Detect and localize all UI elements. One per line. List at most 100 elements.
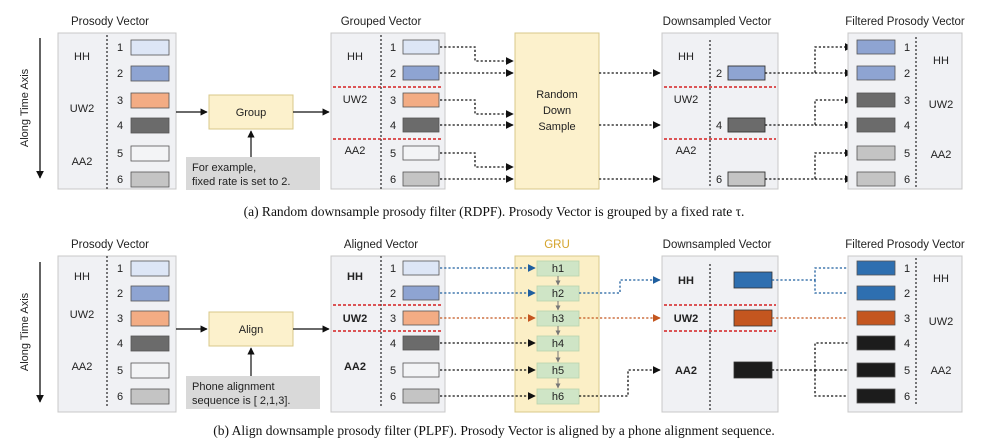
grouped-to-random-arrow-5 <box>440 152 514 171</box>
bottom-filtered-index-3: 3 <box>904 313 910 325</box>
top-downsampled-panel <box>661 32 779 190</box>
top-prosody-phone-uw2: UW2 <box>70 103 94 115</box>
top-down-cell-1 <box>727 65 766 81</box>
top-down-index-2: 4 <box>716 120 722 132</box>
top-fan-arrow-5 <box>765 149 853 180</box>
aligned-phone-aa2: AA2 <box>344 361 366 373</box>
top-prosody-cell-2 <box>130 65 170 82</box>
top-fan-arrow-1 <box>765 43 853 74</box>
top-prosody-cell-5 <box>130 145 170 162</box>
top-down-index-3: 6 <box>716 174 722 186</box>
grouped-index-2: 2 <box>390 68 396 80</box>
aligned-phone-hh: HH <box>347 271 363 283</box>
aligned-index-3: 3 <box>390 313 396 325</box>
grouped-phone-uw2: UW2 <box>343 94 367 106</box>
top-down-index-1: 2 <box>716 68 722 80</box>
caption-a: (a) Random downsample prosody filter (RD… <box>244 204 745 219</box>
bottom-down-cell-hh <box>733 271 773 289</box>
top-down-cell-2 <box>727 117 766 133</box>
aligned-cell-2 <box>402 285 440 301</box>
top-fan-arrow-3 <box>765 96 853 126</box>
bottom-prosody-phone-aa2: AA2 <box>72 361 93 373</box>
top-filtered-index-4: 4 <box>904 120 910 132</box>
top-note-box <box>186 157 320 190</box>
top-note-line-1: For example, <box>192 162 256 174</box>
caption-b: (b) Align downsample prosody filter (PLP… <box>213 423 774 438</box>
bottom-prosody-title: Prosody Vector <box>71 239 149 251</box>
grouped-to-random-arrow-3 <box>440 99 514 118</box>
top-prosody-index-6: 6 <box>117 174 123 186</box>
bottom-prosody-index-6: 6 <box>117 391 123 403</box>
bottom-filtered-phone-uw2: UW2 <box>929 316 953 328</box>
aligned-index-2: 2 <box>390 288 396 300</box>
top-filtered-cell-3 <box>856 92 896 108</box>
bottom-downsampled-title: Downsampled Vector <box>663 239 772 251</box>
gru-cell-label-1: h1 <box>552 263 564 275</box>
top-filtered-index-3: 3 <box>904 95 910 107</box>
bottom-prosody-cell-6 <box>130 388 170 405</box>
grouped-cell-1 <box>402 39 440 55</box>
bottom-filtered-phone-hh: HH <box>933 273 949 285</box>
top-filtered-cell-4 <box>856 117 896 133</box>
aligned-index-6: 6 <box>390 391 396 403</box>
aligned-index-4: 4 <box>390 338 396 350</box>
gru-title: GRU <box>544 239 570 251</box>
bottom-filtered-index-5: 5 <box>904 365 910 377</box>
top-filtered-phone-uw2: UW2 <box>929 99 953 111</box>
random-line-2: Down <box>543 105 571 117</box>
aligned-cell-4 <box>402 335 440 351</box>
top-down-phone-hh: HH <box>678 51 694 63</box>
top-prosody-cell-4 <box>130 117 170 134</box>
bottom-prosody-index-4: 4 <box>117 338 123 350</box>
top-prosody-panel <box>57 32 177 190</box>
bottom-filtered-cell-6 <box>856 388 896 404</box>
time-axis-label-top: Along Time Axis <box>19 68 31 147</box>
bottom-filtered-index-6: 6 <box>904 391 910 403</box>
grouped-index-5: 5 <box>390 148 396 160</box>
aligned-panel <box>330 255 446 413</box>
top-prosody-phone-aa2: AA2 <box>72 156 93 168</box>
grouped-cell-6 <box>402 171 440 187</box>
aligned-cell-3 <box>402 310 440 326</box>
bottom-fan-arrow-4 <box>772 339 856 371</box>
bottom-filtered-cell-2 <box>856 285 896 301</box>
bottom-prosody-index-3: 3 <box>117 313 123 325</box>
grouped-index-3: 3 <box>390 95 396 107</box>
bottom-prosody-index-5: 5 <box>117 365 123 377</box>
bottom-filtered-cell-5 <box>856 362 896 378</box>
grouped-index-6: 6 <box>390 174 396 186</box>
bottom-prosody-panel <box>57 255 177 413</box>
aligned-vector-title: Aligned Vector <box>344 239 418 251</box>
bottom-prosody-cell-5 <box>130 362 170 379</box>
grouped-phone-hh: HH <box>347 51 363 63</box>
random-line-1: Random <box>536 89 578 101</box>
bottom-down-cell-aa2 <box>733 361 773 379</box>
top-filtered-index-5: 5 <box>904 148 910 160</box>
top-filtered-cell-2 <box>856 65 896 81</box>
bottom-note-line-1: Phone alignment <box>192 381 275 393</box>
top-filtered-panel <box>847 32 963 190</box>
bottom-down-phone-uw2: UW2 <box>674 313 698 325</box>
bottom-filtered-index-2: 2 <box>904 288 910 300</box>
bottom-filtered-panel <box>847 255 963 413</box>
top-prosody-index-2: 2 <box>117 68 123 80</box>
top-note-line-2: fixed rate is set to 2. <box>192 176 290 188</box>
grouped-vector-title: Grouped Vector <box>341 16 422 28</box>
grouped-to-random-arrows <box>440 46 661 183</box>
top-down-cell-3 <box>727 171 766 187</box>
bottom-prosody-index-2: 2 <box>117 288 123 300</box>
grouped-cell-2 <box>402 65 440 81</box>
grouped-panel <box>330 32 446 190</box>
bottom-fan-arrow-1 <box>772 264 856 281</box>
top-prosody-index-5: 5 <box>117 148 123 160</box>
